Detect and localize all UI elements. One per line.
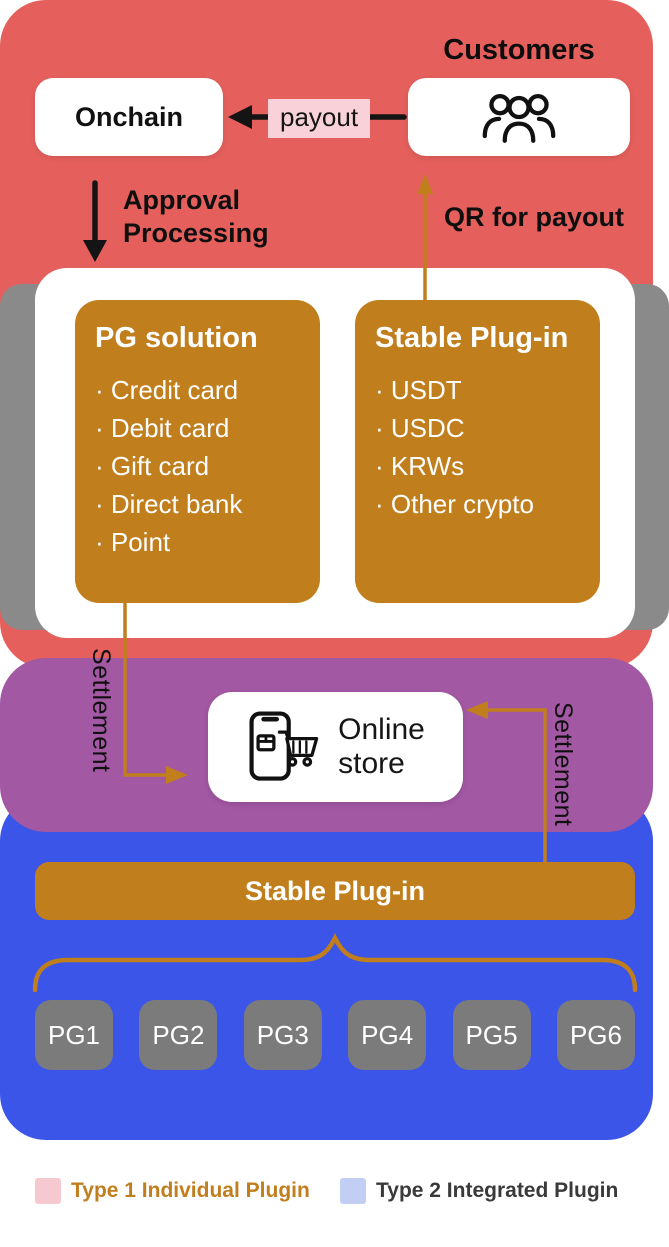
list-item: · Point [95, 527, 171, 557]
type2-label: Type 2 Integrated Plugin [376, 1179, 619, 1202]
customers-node [408, 78, 630, 156]
list-item: · Other crypto [375, 489, 534, 519]
settlement-right-label: Settlement [549, 702, 577, 827]
approval-line1: Approval [123, 185, 241, 215]
pg-zone-background [0, 795, 653, 1140]
type1-label: Type 1 Individual Plugin [71, 1179, 310, 1202]
pg-node: PG5 [452, 1000, 531, 1070]
list-item: · USDC [375, 413, 465, 443]
onchain-label: Onchain [74, 101, 183, 132]
legend-type2: Type 2 Integrated Plugin [340, 1178, 618, 1204]
pg-row: PG1 PG2 PG3 PG4 PG5 PG6 [35, 1000, 635, 1070]
list-item: · Gift card [95, 451, 210, 481]
list-item: · Debit card [95, 413, 230, 443]
online-store-label: Online store [338, 713, 425, 781]
legend-type1: Type 1 Individual Plugin [35, 1178, 310, 1204]
approval-line2: Processing [123, 218, 269, 248]
pg-solution-list: · Credit card · Debit card · Gift card ·… [95, 371, 300, 561]
stable-plugin-list: · USDT · USDC · KRWs · Other crypto [375, 371, 580, 523]
pg-solution-title: PG solution [95, 322, 258, 354]
settlement-left-label: Settlement [87, 648, 115, 773]
list-item: · Direct bank [95, 489, 243, 519]
list-item: · USDT [375, 375, 462, 405]
customers-label: Customers [443, 34, 595, 66]
onchain-node: Onchain [35, 78, 223, 156]
payout-label: payout [268, 99, 371, 138]
qr-for-payout-label: QR for payout [444, 202, 624, 232]
online-store-node: Online store [208, 692, 463, 802]
pg-solution-card: PG solution · Credit card · Debit card ·… [75, 300, 320, 603]
list-item: · Credit card [95, 375, 239, 405]
approval-processing-label: Approval Processing [123, 184, 269, 250]
pg-node: PG1 [35, 1000, 113, 1070]
stable-plugin-title: Stable Plug-in [375, 322, 569, 354]
pg-node: PG2 [139, 1000, 218, 1070]
type2-swatch [340, 1178, 366, 1204]
stable-plugin-bar: Stable Plug-in [35, 862, 635, 920]
users-icon [482, 93, 556, 143]
list-item: · KRWs [375, 451, 465, 481]
pg-node: PG4 [348, 1000, 427, 1070]
online-store-line1: Online [338, 713, 425, 746]
phone-cart-icon [249, 711, 319, 781]
online-store-line2: store [338, 747, 405, 780]
stable-plugin-card: Stable Plug-in · USDT · USDC · KRWs · Ot… [355, 300, 600, 603]
pg-node: PG3 [243, 1000, 322, 1070]
type1-swatch [35, 1178, 61, 1204]
pg-node: PG6 [556, 1000, 635, 1070]
